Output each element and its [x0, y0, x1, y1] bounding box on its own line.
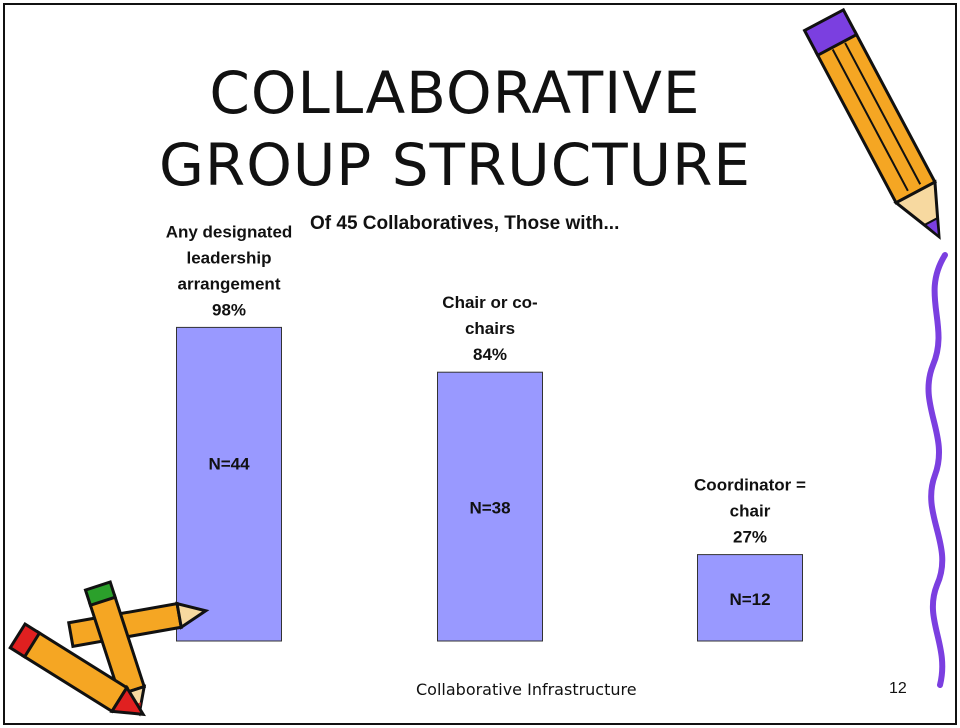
bar-category-label: Coordinator =	[694, 476, 806, 495]
page-number: 12	[889, 680, 907, 697]
bar-value-label: 98%	[212, 300, 246, 319]
wavy-line	[925, 252, 948, 688]
bar-category-label: chair	[730, 502, 771, 521]
pencil-icon	[802, 7, 941, 240]
slide: COLLABORATIVE GROUP STRUCTURE Of 45 Coll…	[3, 3, 957, 725]
bar-3	[697, 554, 803, 642]
crayon-icon	[8, 621, 146, 717]
bar-category-label: chairs	[465, 319, 515, 338]
decorations	[8, 7, 948, 717]
bar-category-label: Any designated	[166, 222, 293, 241]
slide-title: COLLABORATIVE GROUP STRUCTURE	[105, 57, 805, 201]
bar-value-label: 84%	[473, 345, 507, 364]
bar-count-label: N=44	[208, 454, 250, 473]
bar-count-label: N=12	[729, 590, 770, 609]
bar-chart: N=44 Any designated leadership arrangement 9…	[166, 222, 806, 642]
footer-text: Collaborative Infrastructure	[416, 680, 637, 699]
title-line-2: GROUP STRUCTURE	[158, 131, 752, 199]
bar-category-label: arrangement	[178, 274, 281, 293]
chart-title: Of 45 Collaboratives, Those with...	[310, 213, 620, 234]
bar-value-label: 27%	[733, 528, 767, 547]
bar-count-label: N=38	[469, 499, 510, 518]
title-line-1: COLLABORATIVE	[209, 59, 701, 127]
bar-category-label: Chair or co-	[442, 293, 537, 312]
bar-category-label: leadership	[186, 248, 271, 267]
bar-2	[437, 371, 543, 642]
bar-1	[176, 326, 282, 642]
